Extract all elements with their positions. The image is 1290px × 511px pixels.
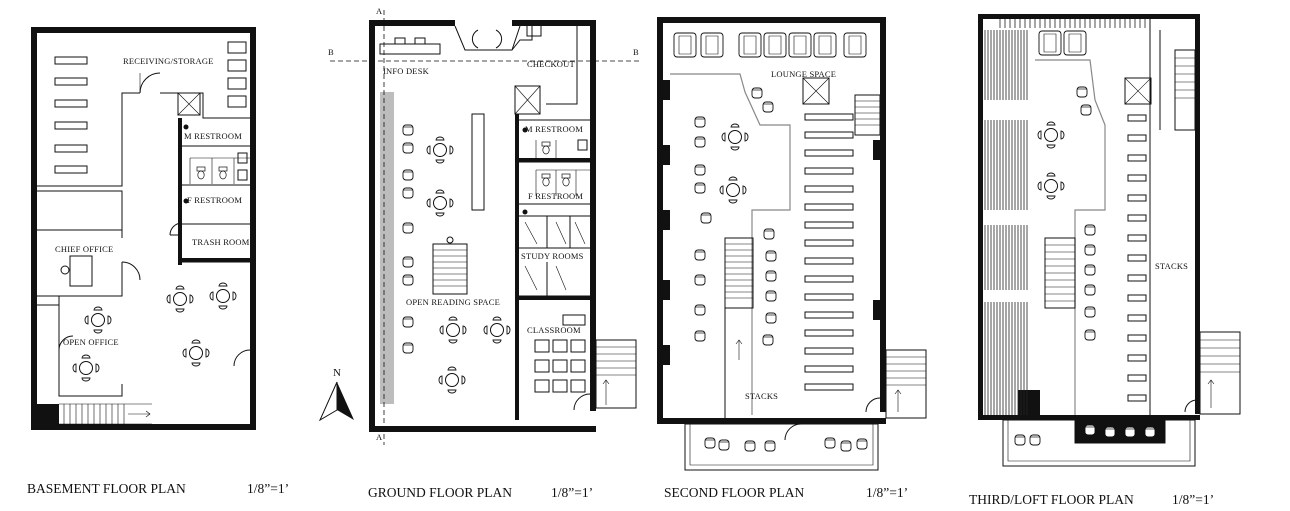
section-lines: A B B A (328, 6, 640, 445)
second-plan: LOUNGE SPACE STACKS SECOND FLOOR PLAN 1/… (657, 17, 927, 500)
third-plan: STACKS THIRD/LOFT FLOOR PLAN 1/8”=1’ (969, 14, 1241, 507)
third-hatch-left (983, 30, 1033, 415)
room-info-desk: INFO DESK (383, 66, 430, 76)
gray-wall-zone (380, 92, 394, 404)
room-open-reading-space: OPEN READING SPACE (406, 297, 500, 307)
section-mark-a-bottom: A (376, 432, 383, 442)
room-classroom: CLASSROOM (527, 325, 581, 335)
room-m-restroom: M RESTROOM (184, 131, 242, 141)
north-arrow: N (318, 367, 354, 422)
second-stacks (804, 113, 854, 391)
study-rooms (519, 216, 590, 296)
third-balcony (1002, 417, 1196, 467)
basement-plan: RECEIVING/STORAGE M RESTROOM F RESTROOM … (27, 27, 289, 496)
north-label: N (333, 367, 341, 379)
room-checkout: CHECKOUT (527, 59, 575, 69)
ground-stair (432, 236, 468, 295)
second-balcony (684, 423, 879, 471)
third-stair-mid (1044, 237, 1076, 309)
room-open-office: OPEN OFFICE (63, 337, 119, 347)
room-m-restroom-ground: M RESTROOM (525, 124, 583, 134)
room-f-restroom-ground: F RESTROOM (528, 191, 583, 201)
plan-scale-ground: 1/8”=1’ (551, 485, 593, 500)
room-stacks-second: STACKS (745, 391, 778, 401)
storage-shelving (54, 41, 247, 174)
room-receiving-storage: RECEIVING/STORAGE (123, 56, 214, 66)
third-stair-top (1174, 49, 1196, 131)
section-mark-b-right: B (633, 47, 639, 57)
plan-title-ground: GROUND FLOOR PLAN (368, 485, 512, 500)
ground-plan: A B B A N INFO DESK CHECKOUT M RESTROOM … (318, 6, 640, 500)
section-mark-a-top: A (376, 6, 383, 16)
second-stairs (724, 94, 881, 418)
room-chief-office: CHIEF OFFICE (55, 244, 113, 254)
room-stacks-third: STACKS (1155, 261, 1188, 271)
room-f-restroom: F RESTROOM (187, 195, 242, 205)
plan-scale-basement: 1/8”=1’ (247, 481, 289, 496)
classroom-desks (534, 314, 586, 393)
room-trash-room: TRASH ROOM (192, 237, 250, 247)
restroom-fixtures (183, 124, 250, 204)
room-study-rooms: STUDY ROOMS (521, 251, 584, 261)
plan-title-basement: BASEMENT FLOOR PLAN (27, 481, 186, 496)
plan-scale-third: 1/8”=1’ (1172, 492, 1214, 507)
plan-title-second: SECOND FLOOR PLAN (664, 485, 805, 500)
plan-scale-second: 1/8”=1’ (866, 485, 908, 500)
plan-title-third: THIRD/LOFT FLOOR PLAN (969, 492, 1134, 507)
basement-stair (59, 403, 152, 425)
third-stacks (1127, 114, 1147, 402)
section-mark-b-left: B (328, 47, 334, 57)
ground-restroom-fixtures (522, 127, 590, 215)
third-exit-stair (1199, 331, 1241, 415)
room-lounge-space: LOUNGE SPACE (771, 69, 836, 79)
third-hatch-top (999, 19, 1146, 28)
ground-exit-stair (595, 339, 637, 409)
second-exit-stair (885, 349, 927, 419)
